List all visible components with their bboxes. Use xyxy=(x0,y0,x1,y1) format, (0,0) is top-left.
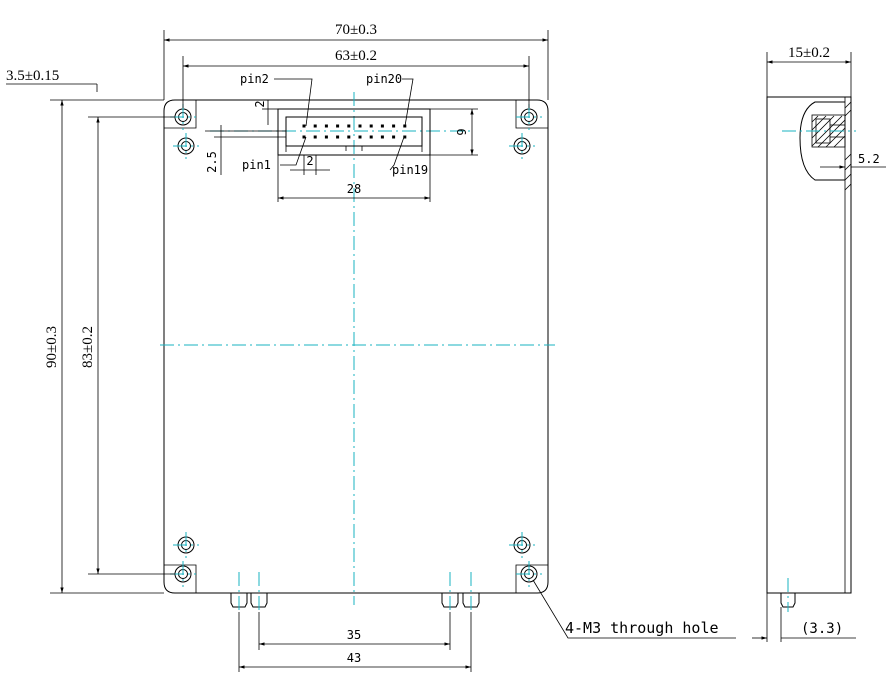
dim-connector-depth: 5.2 xyxy=(858,152,880,166)
note-hole-spec: 4-M3 through hole xyxy=(565,619,719,637)
dim-thickness: 15±0.2 xyxy=(788,45,830,61)
connector-pin xyxy=(336,124,340,128)
connector-pin xyxy=(369,135,373,139)
mounting-hole-bottom-left xyxy=(174,536,195,583)
label-pin19: pin19 xyxy=(392,163,428,177)
label-pin2: pin2 xyxy=(240,72,269,86)
side-view: 15±0.2 5.2 (3.3) xyxy=(752,45,886,642)
label-pin20: pin20 xyxy=(366,72,402,86)
mounting-hole-top-right xyxy=(513,108,538,155)
dim-bottom-spacing-outer: 43 xyxy=(347,651,361,665)
dim-pin-pitch: 2 xyxy=(306,154,313,168)
bottom-studs xyxy=(230,572,480,612)
dim-hole-spacing-y: 83±0.2 xyxy=(80,326,96,368)
dim-hole-spacing-x: 63±0.2 xyxy=(335,48,377,64)
mounting-hole-bottom-right xyxy=(513,536,538,583)
dim-connector-height: 9 xyxy=(455,128,469,135)
connector-pin xyxy=(403,135,407,139)
connector-pin xyxy=(358,135,362,139)
connector-pin xyxy=(392,135,396,139)
dim-stud-offset: (3.3) xyxy=(801,621,843,637)
connector-pin xyxy=(313,135,317,139)
connector-pin xyxy=(347,135,351,139)
connector-pin xyxy=(347,124,351,128)
connector-pin xyxy=(324,124,328,128)
dim-connector-top-gap: 2 xyxy=(253,100,267,107)
front-view: 70±0.3 63±0.2 3.5±0.15 90±0.3 83±0.2 2 2… xyxy=(6,22,736,672)
connector-pin xyxy=(302,124,306,128)
module-outline xyxy=(163,99,549,594)
connector-pin xyxy=(369,124,373,128)
connector-pin xyxy=(380,135,384,139)
dim-connector-side-gap: 2.5 xyxy=(205,151,219,173)
dim-connector-width: 28 xyxy=(347,182,361,196)
dim-height-overall: 90±0.3 xyxy=(44,326,60,368)
dim-width-overall: 70±0.3 xyxy=(335,22,377,38)
connector-pin xyxy=(336,135,340,139)
dim-hole-offset-x: 3.5±0.15 xyxy=(6,68,59,84)
connector-pin xyxy=(392,124,396,128)
mounting-hole-top-left xyxy=(174,108,195,155)
connector-pin xyxy=(302,135,306,139)
connector-pin xyxy=(380,124,384,128)
connector-pin xyxy=(403,124,407,128)
connector-pin xyxy=(313,124,317,128)
connector-header xyxy=(277,108,431,156)
side-body xyxy=(766,96,852,594)
connector-pin xyxy=(358,124,362,128)
label-pin1: pin1 xyxy=(242,158,271,172)
connector-pin xyxy=(324,135,328,139)
dim-bottom-spacing-inner: 35 xyxy=(347,628,361,642)
